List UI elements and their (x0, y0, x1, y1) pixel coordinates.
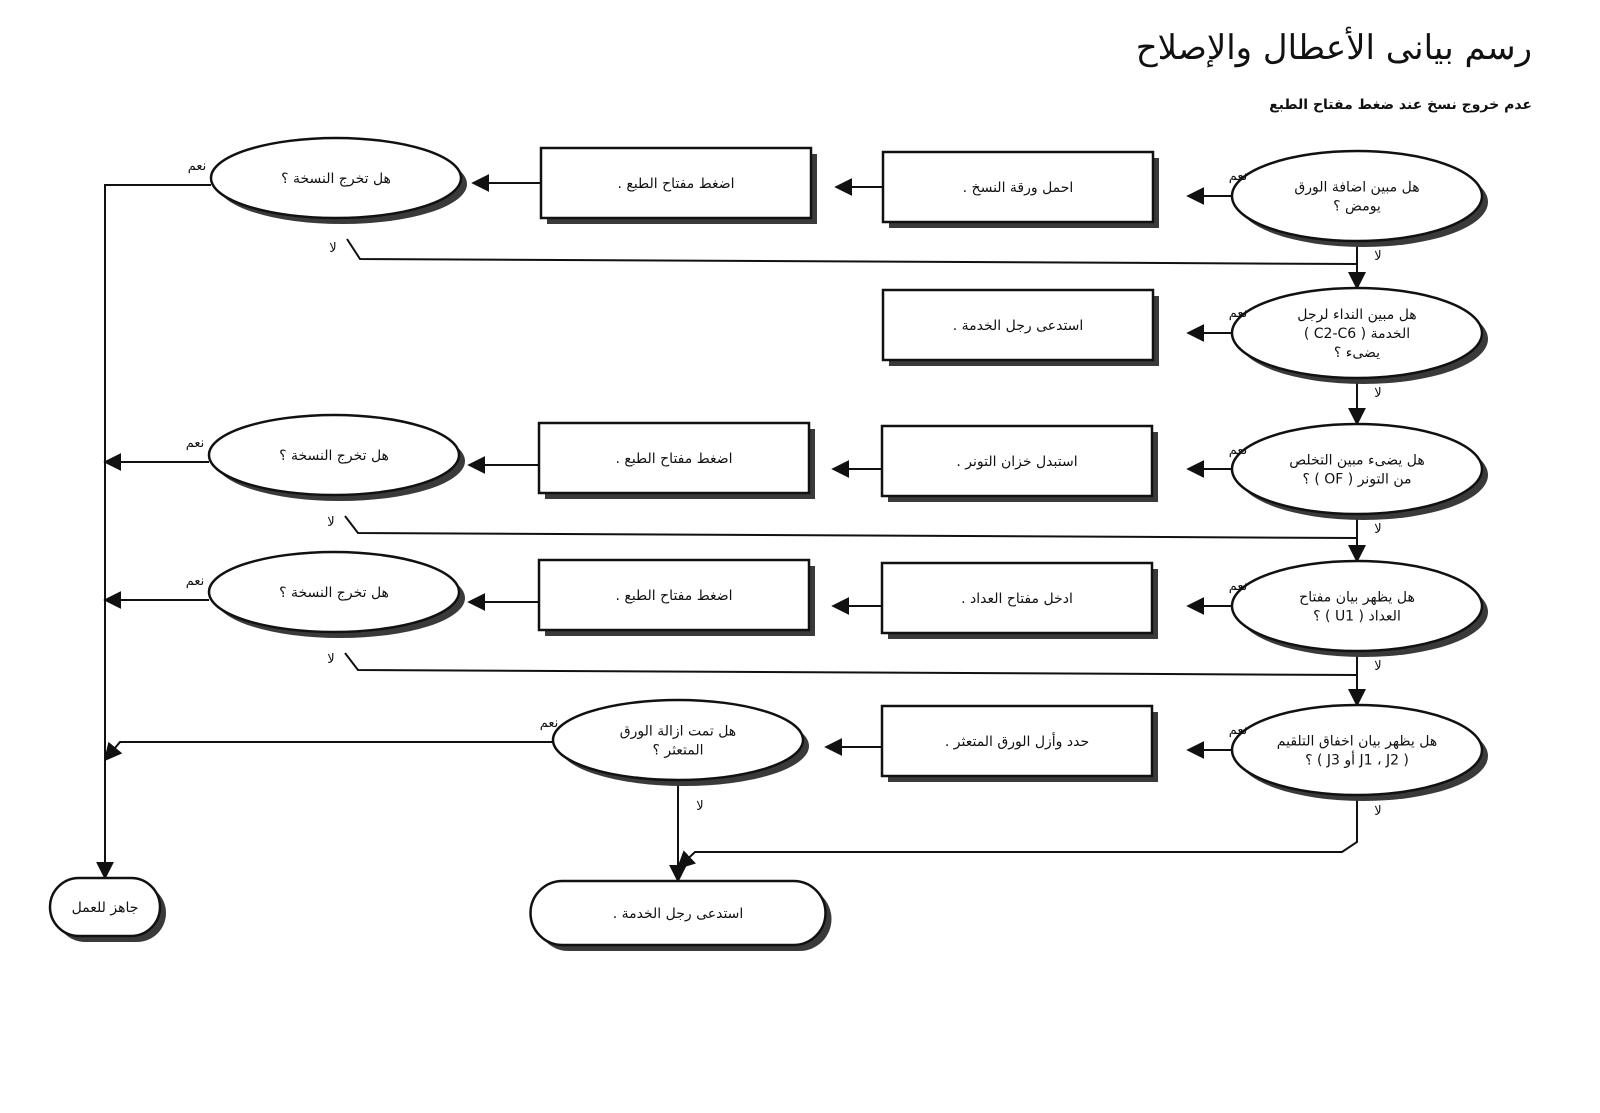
step-load-paper: احمل ورقة النسخ . (881, 150, 1159, 228)
decision-add-paper-text-line: يومض ؟ (1333, 199, 1381, 215)
page-title: رسم بيانى الأعطال والإصلاح (1135, 28, 1532, 68)
edge-label-yes: نعم (1229, 579, 1248, 594)
decision-counter-key-text-line: هل يظهر بيان مفتاح (1299, 590, 1415, 606)
decision-toner-disposal-shape (1230, 422, 1484, 516)
decision-add-paper-shape (1230, 149, 1484, 243)
edge-label-yes: نعم (1229, 723, 1248, 738)
nodes-layer: هل مبين اضافة الورق يومض ؟ احمل ورقة النسخ… (48, 136, 1488, 951)
step-press-print-3-text-line: اضغط مفتاح الطبع . (615, 588, 732, 604)
step-press-print-2-text-line: اضغط مفتاح الطبع . (615, 451, 732, 467)
edge-label-no: لا (1374, 804, 1381, 819)
decision-toner-disposal: هل يضىء مبين التخلص من التونر ( OF ) ؟ (1230, 422, 1488, 520)
decision-toner-disposal-text-line: هل يضىء مبين التخلص (1289, 453, 1424, 469)
decision-service-call-text-line: هل مبين النداء لرجل (1297, 307, 1416, 323)
edge-label-no: لا (327, 652, 334, 667)
page-subtitle: عدم خروج نسخ عند ضغط مفتاح الطبع (1269, 97, 1532, 113)
step-replace-toner-shape (880, 424, 1154, 498)
decision-service-call-text-line: الخدمة ( C2-C6 ) (1304, 326, 1410, 342)
step-remove-jam-text-line: حدد وأزل الورق المتعثر . (945, 732, 1089, 750)
edge-label-no: لا (1374, 386, 1381, 401)
edge-label-yes: نعم (186, 574, 205, 589)
terminal-call-service-shape (529, 879, 827, 947)
edge-label-yes: نعم (186, 436, 205, 451)
decision-service-call-shape (1230, 286, 1484, 380)
step-remove-jam-shape (880, 704, 1154, 778)
edge-label-no: لا (1374, 659, 1381, 674)
step-insert-counter: ادخل مفتاح العداد . (880, 561, 1158, 639)
decision-service-call: هل مبين النداء لرجل الخدمة ( C2-C6 ) يضىء … (1230, 286, 1488, 384)
edge-c3-to-d5 (344, 652, 1366, 707)
edge-label-yes: نعم (1229, 443, 1248, 458)
decision-counter-key-text-line: العداد ( U1 ) ؟ (1313, 609, 1401, 625)
decision-add-paper: هل مبين اضافة الورق يومض ؟ (1230, 149, 1488, 247)
decision-add-paper-text-line: هل مبين اضافة الورق (1294, 180, 1419, 196)
decision-service-call-text-line: يضىء ؟ (1334, 345, 1380, 361)
step-press-print-3: اضغط مفتاح الطبع . (537, 558, 815, 636)
decision-copy-out-2-shape (207, 413, 461, 497)
edge-labels-layer: نعم نعم لا لا نعم لا نعم نعم لا لا نعم نعم لا لا نعم نع… (186, 159, 1382, 819)
edge-label-no: لا (327, 515, 334, 530)
step-press-print-1-shape (539, 146, 813, 220)
decision-counter-key-shape (1230, 559, 1484, 653)
decision-copy-out-1: هل تخرج النسخة ؟ (209, 136, 467, 224)
decision-copy-out-1-text-line: هل تخرج النسخة ؟ (281, 171, 391, 187)
edge-c1-to-d2 (346, 238, 1366, 290)
step-remove-jam: حدد وأزل الورق المتعثر . (880, 704, 1158, 782)
decision-paper-jam-text-line: ( J1 ، J2 أو J3 ) ؟ (1305, 751, 1409, 769)
step-press-print-2: اضغط مفتاح الطبع . (537, 421, 815, 499)
edge-c2-to-d4 (344, 515, 1366, 563)
step-insert-counter-text-line: ادخل مفتاح العداد . (961, 591, 1073, 607)
decision-copy-out-1-shape (209, 136, 463, 220)
step-call-service-1: استدعى رجل الخدمة . (881, 288, 1159, 366)
edge-label-yes: نعم (188, 159, 207, 174)
step-press-print-1-text-line: اضغط مفتاح الطبع . (617, 176, 734, 192)
decision-counter-key: هل يظهر بيان مفتاح العداد ( U1 ) ؟ (1230, 559, 1488, 657)
step-press-print-2-shape (537, 421, 811, 495)
edge-label-no: لا (329, 241, 336, 256)
terminal-ready: جاهز للعمل (48, 876, 166, 942)
step-press-print-1: اضغط مفتاح الطبع . (539, 146, 817, 224)
decision-copy-out-3: هل تخرج النسخة ؟ (207, 550, 465, 638)
step-press-print-3-shape (537, 558, 811, 632)
decision-copy-out-3-text-line: هل تخرج النسخة ؟ (279, 585, 389, 601)
edge-label-yes: نعم (1229, 169, 1248, 184)
decision-jam-removed-text-line: هل تمت ازالة الورق (620, 724, 736, 740)
edge-label-no: لا (696, 799, 703, 814)
terminal-call-service: استدعى رجل الخدمة . (529, 879, 832, 951)
decision-jam-removed-shape (551, 698, 805, 782)
step-call-service-1-shape (881, 288, 1155, 362)
decision-jam-removed-text-line: المتعثر ؟ (652, 743, 703, 759)
step-call-service-1-text-line: استدعى رجل الخدمة . (953, 318, 1084, 334)
decision-copy-out-2: هل تخرج النسخة ؟ (207, 413, 465, 501)
edge-c1-to-t1 (96, 184, 211, 880)
decision-paper-jam-shape (1230, 703, 1484, 797)
terminal-ready-text-line: جاهز للعمل (72, 900, 139, 916)
decision-paper-jam: هل يظهر بيان اخفاق التلقيم( J1 ، J2 أو J… (1230, 703, 1488, 801)
edge-label-yes: نعم (1229, 306, 1248, 321)
edge-label-no: لا (1374, 249, 1381, 264)
edge-d5-to-t2 (676, 795, 1358, 870)
edge-label-no: لا (1374, 522, 1381, 537)
step-load-paper-shape (881, 150, 1155, 224)
step-replace-toner-text-line: استبدل خزان التونر . (956, 454, 1077, 470)
terminal-call-service-text-line: استدعى رجل الخدمة . (613, 906, 744, 922)
step-replace-toner: استبدل خزان التونر . (880, 424, 1158, 502)
edges-layer (96, 174, 1366, 883)
decision-copy-out-3-shape (207, 550, 461, 634)
decision-paper-jam-text-line: هل يظهر بيان اخفاق التلقيم (1277, 734, 1437, 750)
edge-c4-to-t1 (103, 741, 553, 762)
edge-label-yes: نعم (540, 716, 559, 731)
decision-jam-removed: هل تمت ازالة الورق المتعثر ؟ (551, 698, 809, 786)
decision-toner-disposal-text-line: من التونر ( OF ) ؟ (1302, 472, 1411, 488)
terminal-ready-shape (48, 876, 162, 938)
step-load-paper-text-line: احمل ورقة النسخ . (963, 180, 1074, 196)
step-insert-counter-shape (880, 561, 1154, 635)
decision-copy-out-2-text-line: هل تخرج النسخة ؟ (279, 448, 389, 464)
